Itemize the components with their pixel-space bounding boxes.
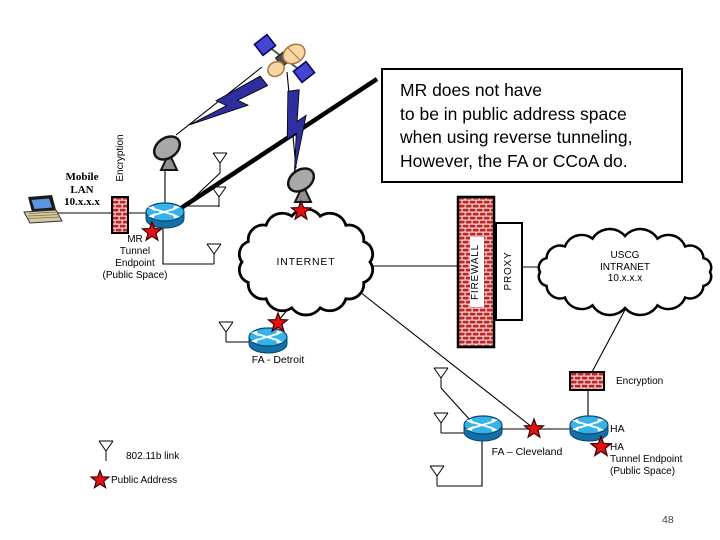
satellite-link-line	[164, 77, 379, 220]
wireless-antenna-icon	[218, 321, 234, 343]
cleveland-antenna3-line	[437, 441, 483, 487]
wireless-antenna-icon	[212, 152, 228, 174]
legend-public-address-label: Public Address	[111, 475, 178, 486]
lightning-bolt-icon	[280, 88, 315, 174]
wireless-antenna-icon	[429, 465, 445, 487]
mr-tunnel-endpoint-label: MR Tunnel Endpoint (Public Space)	[102, 234, 168, 281]
note-line: MR does not have	[400, 80, 543, 100]
encryption-brick-icon	[569, 371, 605, 391]
mr-antenna3-line	[162, 227, 214, 265]
lightning-bolt-icon	[187, 69, 271, 142]
mobile-lan-label: Mobile LAN 10.x.x.x	[64, 171, 100, 208]
encryption-right-label: Encryption	[616, 376, 664, 387]
legend-antenna-icon	[98, 440, 114, 462]
wireless-antenna-icon	[433, 367, 449, 389]
ha-tunnel-endpoint-label: HA Tunnel Endpoint (Public Space)	[610, 442, 683, 477]
fa-cleveland-router-icon	[463, 415, 503, 442]
uscg-intranet-label: USCG INTRANET 10.x.x.x	[600, 250, 650, 284]
satellite-icon	[253, 33, 316, 84]
encryption-brick-icon	[111, 196, 129, 234]
ha-label: HA	[610, 423, 625, 435]
proxy-label: PROXY	[503, 251, 514, 291]
proxy-box	[495, 222, 523, 321]
ground-dish-icon	[148, 130, 186, 172]
encryption-left-label: Encryption	[115, 134, 126, 182]
cleveland-antenna1-line	[440, 387, 471, 421]
encryption-to-intranet-line	[591, 307, 627, 373]
public-address-star-icon	[523, 418, 545, 438]
firewall-label: FIREWALL	[470, 237, 484, 307]
note-line: However, the FA or CCoA do.	[400, 150, 628, 171]
ha-router-icon	[569, 415, 609, 442]
note-box: MR does not have to be in public address…	[381, 68, 683, 183]
note-line: to be in public address space	[400, 103, 627, 124]
fa-detroit-router-icon	[248, 327, 288, 354]
legend-wireless-label: 802.11b link	[126, 451, 180, 462]
fa-detroit-label: FA - Detroit	[251, 354, 305, 366]
legend-star-icon	[90, 469, 110, 489]
cloud-to-cleveland-line	[359, 291, 533, 428]
wireless-antenna-icon	[206, 243, 222, 265]
ground-dish-icon	[282, 162, 320, 204]
internet-label: INTERNET	[276, 256, 336, 268]
wireless-antenna-icon	[433, 412, 449, 434]
laptop-icon	[23, 195, 63, 224]
page-number: 48	[662, 514, 674, 526]
intranet-cloud	[537, 227, 713, 317]
internet-cloud	[237, 207, 375, 317]
fa-cleveland-label: FA – Cleveland	[491, 446, 563, 458]
note-line: when using reverse tunneling,	[400, 127, 633, 147]
wireless-antenna-icon	[211, 186, 227, 208]
